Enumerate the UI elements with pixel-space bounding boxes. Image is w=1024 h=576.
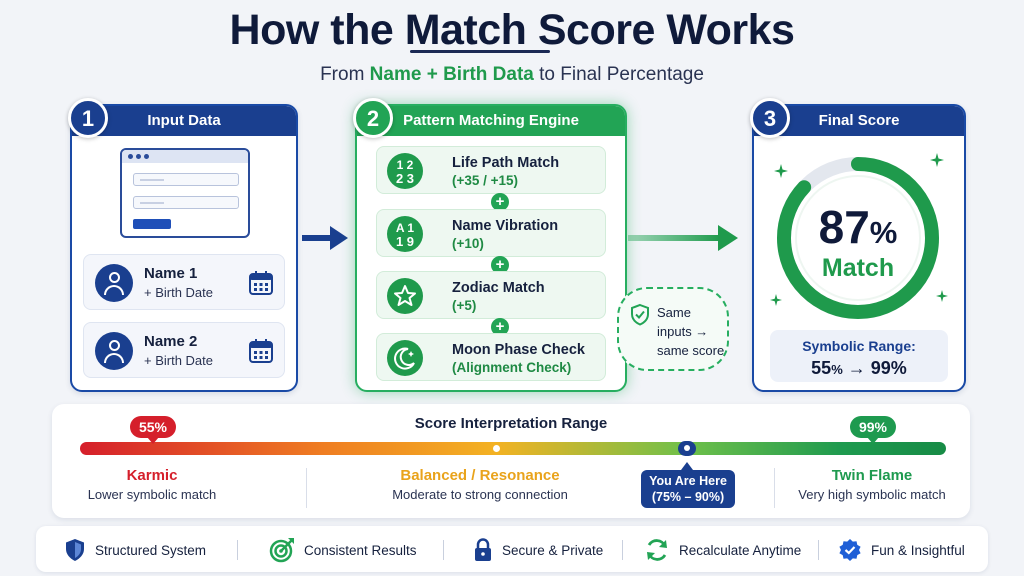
letters-icon: A 1 1 9 [387, 216, 423, 252]
interpretation-title: Score Interpretation Range [414, 415, 608, 432]
title-underline [410, 50, 550, 53]
karmic-detail: Lower symbolic match [87, 487, 217, 502]
you-are-here-label: You Are Here (75% – 90%) [641, 470, 735, 508]
features-bar [36, 526, 988, 572]
symbolic-range-box: Symbolic Range: 55% → 99% [770, 330, 948, 382]
sparkle-icon [936, 290, 948, 302]
page-title: How the Match Score Works [229, 6, 795, 54]
step-2-badge: 2 [353, 98, 393, 138]
name-2-detail: + Birth Date [144, 353, 214, 368]
name-1-label: Name 1 [144, 265, 198, 282]
sparkle-icon [774, 164, 788, 178]
twin-flame-title: Twin Flame [831, 467, 913, 484]
karmic-title: Karmic [126, 467, 178, 484]
plus-icon: + [491, 256, 509, 274]
balanced-detail: Moderate to strong connection [392, 487, 568, 502]
numbers-icon: 1 2 2 3 [387, 153, 423, 189]
balanced-title: Balanced / Resonance [400, 467, 560, 484]
score-gauge [777, 157, 939, 319]
target-icon [269, 538, 294, 563]
twin-flame-detail: Very high symbolic match [798, 487, 946, 502]
high-score-badge: 99% [850, 416, 896, 438]
user-avatar-icon [95, 264, 133, 302]
note-line-2: inputs → [657, 324, 709, 339]
name-2-label: Name 2 [144, 333, 198, 350]
name-vibration-step: A 1 1 9 Name Vibration (+10) [376, 209, 606, 257]
symbolic-range-title: Symbolic Range: [802, 338, 916, 354]
life-path-title: Life Path Match [452, 155, 560, 171]
score-label: Match [821, 254, 895, 282]
zodiac-detail: (+5) [452, 298, 477, 313]
refresh-icon [647, 539, 667, 561]
zodiac-title: Zodiac Match [452, 280, 545, 296]
name-1-card: Name 1 + Birth Date [83, 254, 285, 310]
feature-secure: Secure & Private [473, 538, 603, 562]
feature-recalculate: Recalculate Anytime [644, 538, 801, 562]
feature-consistent: Consistent Results [269, 538, 417, 563]
page-subtitle: From Name + Birth Data to Final Percenta… [0, 64, 1024, 86]
sparkle-icon [930, 153, 944, 167]
moon-icon [387, 340, 423, 376]
note-line-1: Same [657, 305, 691, 320]
arrow-right-icon [302, 226, 348, 250]
calendar-icon [249, 339, 273, 363]
sparkle-icon [770, 294, 782, 306]
user-avatar-icon [95, 332, 133, 370]
life-path-detail: (+35 / +15) [452, 173, 519, 188]
step-3-badge: 3 [750, 98, 790, 138]
interpretation-section [52, 404, 970, 518]
score-range-bar [80, 442, 946, 455]
current-score-marker [678, 441, 696, 456]
moon-phase-detail: (Alignment Check) [452, 360, 572, 375]
arrow-right-icon [628, 225, 738, 251]
subtitle-prefix: From [320, 64, 365, 85]
shield-icon [66, 539, 84, 561]
form-window-icon [120, 148, 250, 238]
score-percentage: 87% [818, 201, 898, 253]
same-inputs-note: Same inputs → same score [617, 287, 729, 371]
calendar-icon [249, 271, 273, 295]
name-1-detail: + Birth Date [144, 285, 214, 300]
shield-check-icon [631, 303, 649, 326]
name-vibration-detail: (+10) [452, 236, 484, 251]
input-data-title: Input Data [72, 106, 296, 136]
step-1-badge: 1 [68, 98, 108, 138]
moon-phase-step: Moon Phase Check (Alignment Check) [376, 333, 606, 381]
feature-fun: Fun & Insightful [838, 538, 965, 562]
life-path-step: 1 2 2 3 Life Path Match (+35 / +15) [376, 146, 606, 194]
lock-icon [475, 538, 491, 561]
verified-badge-icon [839, 539, 861, 561]
low-score-badge: 55% [130, 416, 176, 438]
plus-icon: + [491, 318, 509, 336]
symbolic-range-value: 55% → 99% [811, 358, 907, 378]
subtitle-suffix: to Final Percentage [539, 64, 704, 85]
subtitle-highlight: Name + Birth Data [369, 64, 534, 85]
name-2-card: Name 2 + Birth Date [83, 322, 285, 378]
note-line-3: same score [657, 343, 725, 358]
score-gauge-arc [777, 157, 939, 319]
zodiac-step: Zodiac Match (+5) [376, 271, 606, 319]
name-vibration-title: Name Vibration [452, 218, 559, 234]
bar-marker [493, 445, 500, 452]
feature-structured: Structured System [64, 538, 206, 562]
star-icon [387, 278, 423, 314]
pattern-engine-title: Pattern Matching Engine [357, 106, 625, 136]
plus-icon: + [491, 193, 509, 211]
moon-phase-title: Moon Phase Check [452, 342, 585, 358]
